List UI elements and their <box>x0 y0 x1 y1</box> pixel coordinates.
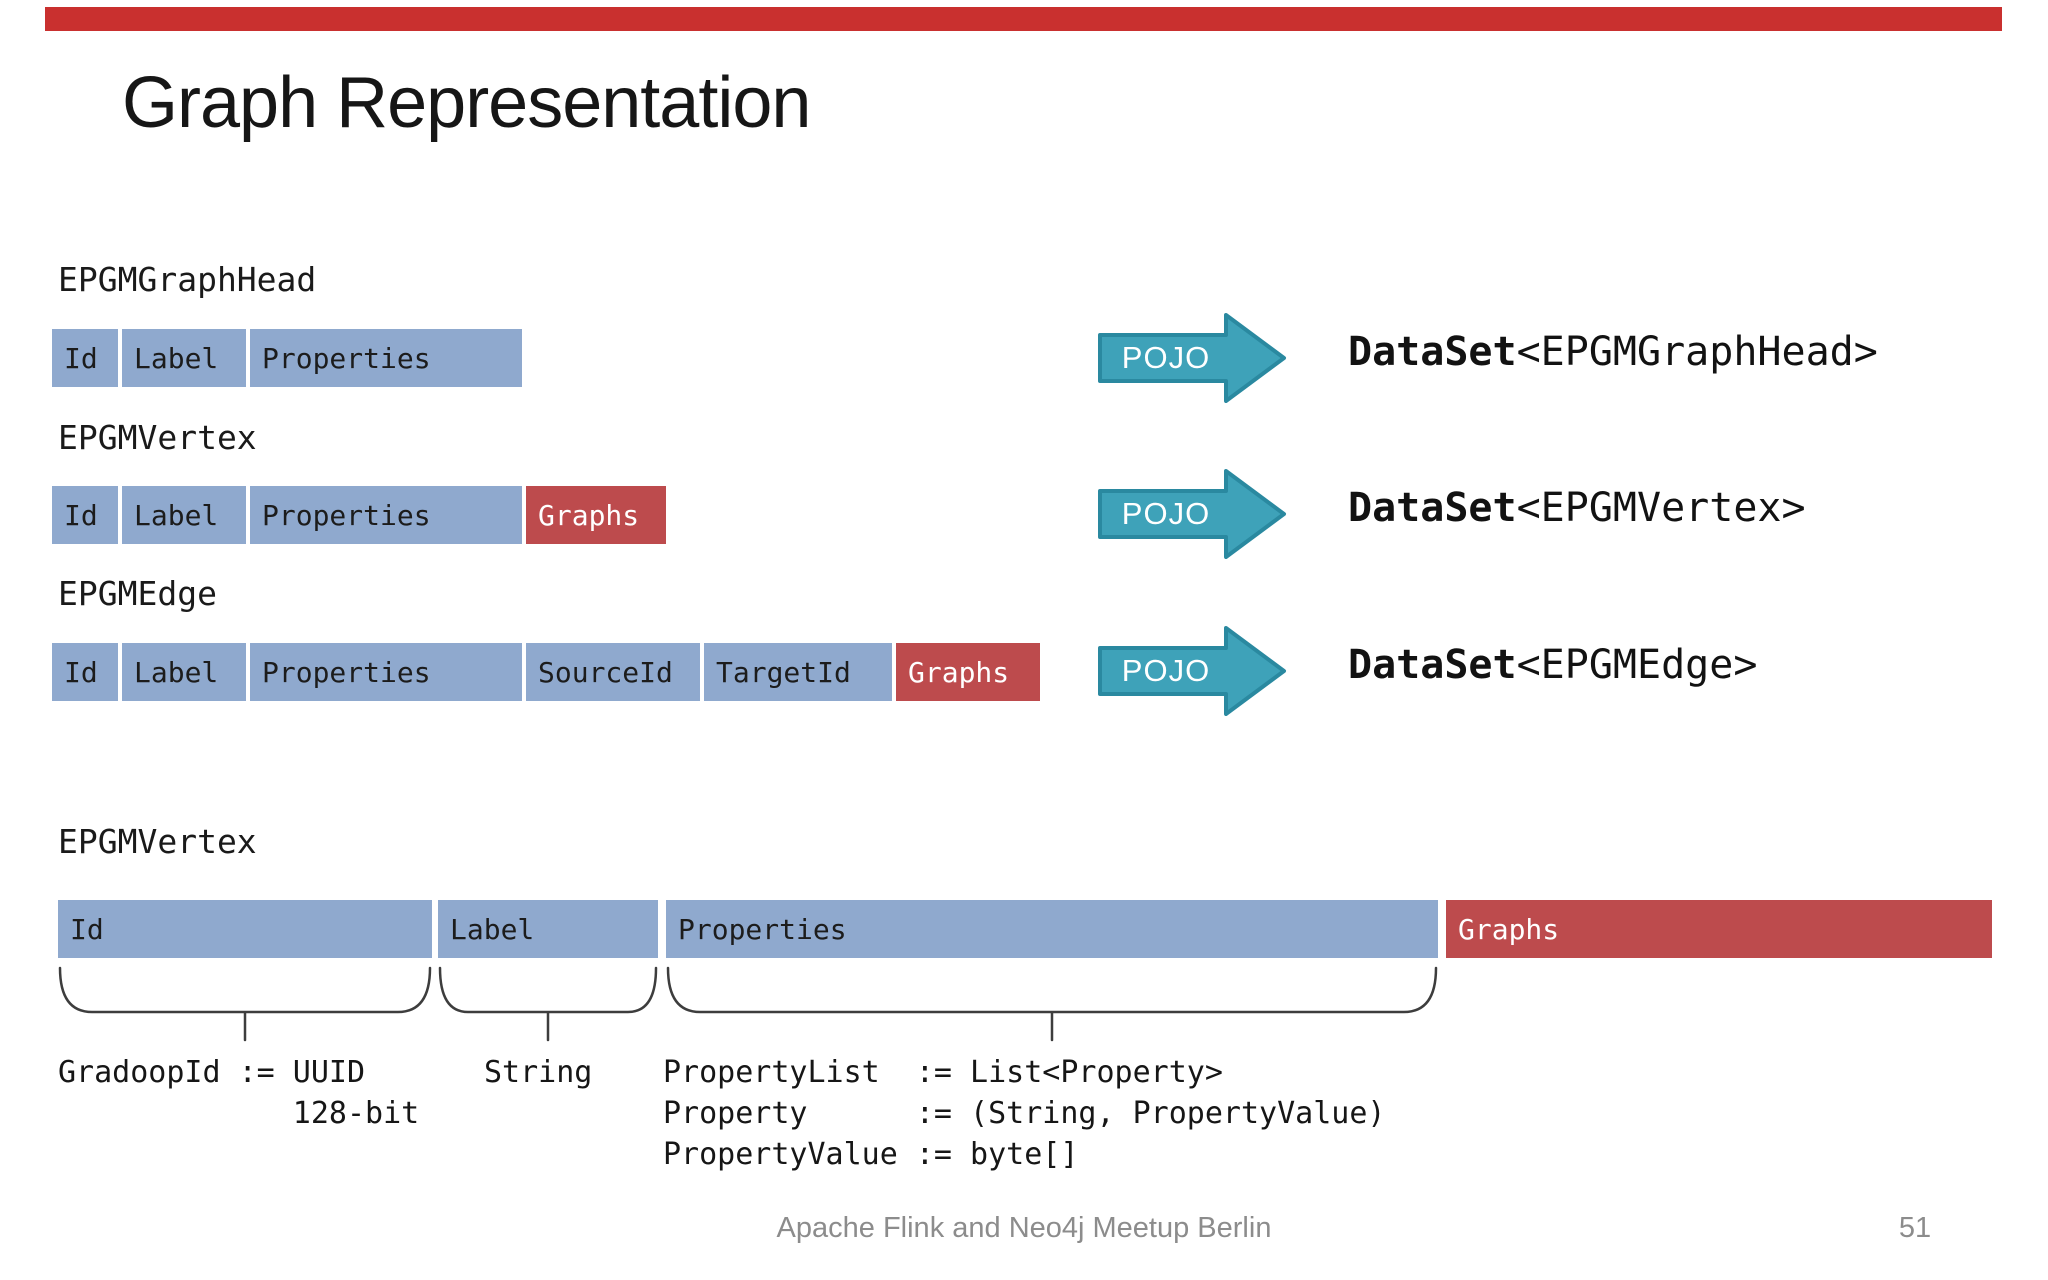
pojo-arrow-icon <box>1098 626 1286 716</box>
table-cell: Properties <box>250 329 522 387</box>
video-progress-bar <box>45 7 2002 31</box>
section-label-epgmvertex: EPGMVertex <box>58 418 257 457</box>
table-cell: Id <box>52 643 118 701</box>
table-cell: Id <box>52 486 118 544</box>
pojo-arrow-icon <box>1098 313 1286 403</box>
slide-number: 51 <box>1898 1212 1932 1244</box>
section-label-epgmedge: EPGMEdge <box>58 574 217 613</box>
table-cell: Label <box>122 486 246 544</box>
detail-cell-properties: Properties <box>666 900 1438 958</box>
footer-title: Apache Flink and Neo4j Meetup Berlin <box>776 1212 1272 1244</box>
section-label-epgmgraphhead: EPGMGraphHead <box>58 260 317 299</box>
dataset-type-epgmedge: DataSet<EPGMEdge> <box>1348 641 1757 689</box>
table-cell: SourceId <box>526 643 700 701</box>
dataset-keyword: DataSet <box>1348 329 1517 375</box>
dataset-generic: <EPGMVertex> <box>1516 485 1806 531</box>
pojo-arrow-label: POJO <box>1121 653 1211 688</box>
page-title: Graph Representation <box>122 63 811 143</box>
definition-propertylist: PropertyList := List<Property> Property … <box>663 1055 1386 1172</box>
table-cell: Label <box>122 329 246 387</box>
definition-gradoopid: GradoopId := UUID 128-bit <box>58 1055 420 1131</box>
dataset-type-epgmvertex: DataSet<EPGMVertex> <box>1348 484 1806 532</box>
table-cell: Id <box>52 329 118 387</box>
underbrace-properties <box>666 966 1438 1042</box>
detail-cell-graphs: Graphs <box>1446 900 1992 958</box>
detail-cell-id: Id <box>58 900 432 958</box>
dataset-keyword: DataSet <box>1348 642 1517 688</box>
dataset-generic: <EPGMEdge> <box>1516 642 1758 688</box>
dataset-type-epgmgraphhead: DataSet<EPGMGraphHead> <box>1348 328 1878 376</box>
table-cell: Label <box>122 643 246 701</box>
underbrace-id <box>58 966 432 1042</box>
detail-cell-label: Label <box>438 900 658 958</box>
pojo-arrow-label: POJO <box>1121 340 1211 375</box>
table-cell: TargetId <box>704 643 892 701</box>
underbrace-label <box>438 966 658 1042</box>
table-cell: Properties <box>250 643 522 701</box>
table-cell: Properties <box>250 486 522 544</box>
pojo-arrow-label: POJO <box>1121 496 1211 531</box>
dataset-keyword: DataSet <box>1348 485 1517 531</box>
table-cell-graphs: Graphs <box>526 486 666 544</box>
dataset-generic: <EPGMGraphHead> <box>1516 329 1878 375</box>
table-cell-graphs: Graphs <box>896 643 1040 701</box>
pojo-arrow-icon <box>1098 469 1286 559</box>
section-label-epgmvertex-detail: EPGMVertex <box>58 822 257 861</box>
definition-string: String <box>484 1055 593 1090</box>
